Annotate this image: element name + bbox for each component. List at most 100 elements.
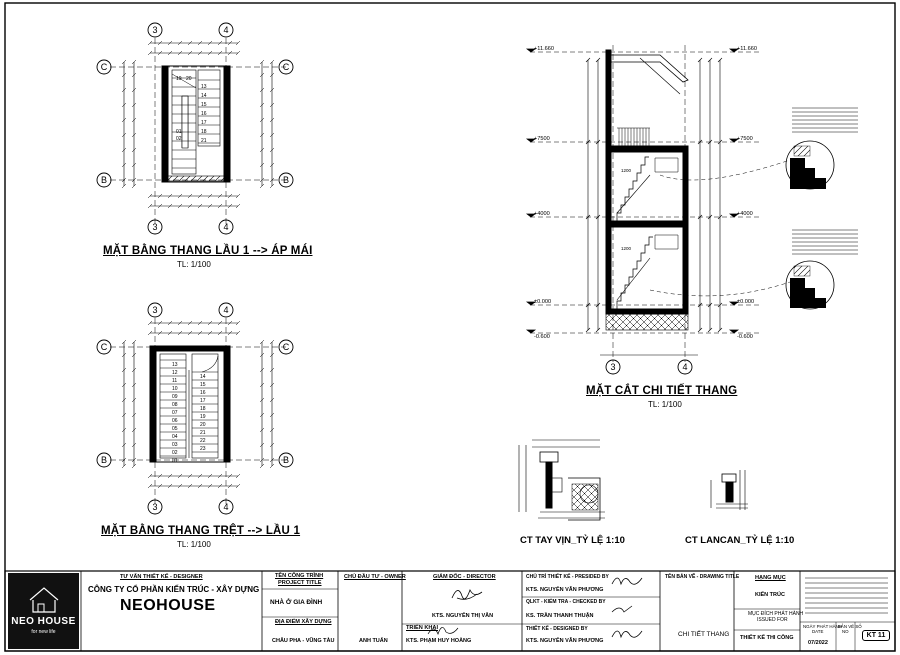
checked-header: QLKT - KIỂM TRA - CHECKED BY <box>526 599 606 605</box>
purpose: THIẾT KẾ THI CÔNG <box>740 635 794 641</box>
axis-label: 4 <box>223 502 228 512</box>
balustrade-detail <box>710 470 748 510</box>
step-number: 10 <box>172 386 178 392</box>
owner: ANH TUẤN <box>359 638 388 644</box>
sheet-header-en: NO <box>842 629 849 634</box>
detail-title: CT LANCAN_TỶ LỆ 1:10 <box>685 535 795 546</box>
level-label: +7500 <box>534 136 550 142</box>
axis-label: 3 <box>152 222 157 232</box>
step-number: 13 <box>201 84 207 90</box>
step-number: 15 <box>200 382 206 388</box>
step-number: 08 <box>172 402 178 408</box>
step-number: 18 <box>201 129 207 135</box>
plan-scale: TL: 1/100 <box>177 260 211 269</box>
stair-plan-lower <box>96 302 294 515</box>
step-number: 18 <box>200 406 206 412</box>
level-label: +4000 <box>534 211 550 217</box>
axis-label: B <box>101 455 107 465</box>
step-number: 19 <box>200 414 206 420</box>
category-header: HẠNG MỤC <box>755 575 786 581</box>
step-number: 17 <box>200 398 206 404</box>
axis-label: B <box>283 175 289 185</box>
plan-title: MẶT BẰNG THANG TRỆT --> LẦU 1 <box>101 525 301 537</box>
axis-label: 3 <box>152 502 157 512</box>
step-number: 07 <box>172 410 178 416</box>
level-label: -0.600 <box>534 334 550 340</box>
presided-header: CHỦ TRÌ THIẾT KẾ - PRESIDED BY <box>526 574 609 580</box>
detail-title: CT TAY VỊN_TỶ LỆ 1:10 <box>520 535 625 546</box>
level-label: +11.660 <box>737 46 757 52</box>
logo-tagline: for new life <box>31 629 56 635</box>
purpose-header-en: ISSUED FOR <box>757 617 788 623</box>
level-label: +11.660 <box>534 46 554 52</box>
step-number: 13 <box>172 362 178 368</box>
location-header: ĐỊA ĐIỂM XÂY DỰNG <box>275 619 332 625</box>
step-number: 21 <box>201 138 207 144</box>
axis-label: 3 <box>152 25 157 35</box>
step-number: 01 <box>172 458 178 464</box>
step-number: 14 <box>201 93 207 99</box>
date-header-en: DATE <box>812 629 824 634</box>
axis-label: C <box>101 62 108 72</box>
purpose-header: MỤC ĐÍCH PHÁT HÀNH <box>748 611 804 617</box>
logo-name: NEO HOUSE <box>11 616 76 627</box>
designer-header: TƯ VẤN THIẾT KẾ - DESIGNER <box>120 574 203 580</box>
axis-label: 3 <box>610 362 615 372</box>
director: KTS. NGUYỄN THỊ VÂN <box>432 613 494 619</box>
step-number: 03 <box>172 442 178 448</box>
axis-label: C <box>283 62 290 72</box>
plan-scale: TL: 1/100 <box>177 540 211 549</box>
step-number: 23 <box>200 446 206 452</box>
step-number: 04 <box>172 434 178 440</box>
level-label: ±0.000 <box>534 299 551 305</box>
step-number: 21 <box>200 430 206 436</box>
deploy-header: TRIỂN KHAI <box>406 625 439 631</box>
level-label: ±0.000 <box>737 299 754 305</box>
presided: KTS. NGUYỄN VĂN PHƯƠNG <box>526 587 604 593</box>
level-label: +4000 <box>737 211 753 217</box>
axis-label: 3 <box>152 305 157 315</box>
step-number: 20 <box>200 422 206 428</box>
step-number: 17 <box>201 120 207 126</box>
step-number: 14 <box>200 374 206 380</box>
step-number: 16 <box>200 390 206 396</box>
step-number: 19 <box>176 76 182 82</box>
step-number: 16 <box>201 111 207 117</box>
axis-label: B <box>283 455 289 465</box>
sheet-header: BẢN VẼ SỐ <box>838 624 862 629</box>
drawing-header: TÊN BẢN VẼ - DRAWING TITLE <box>665 574 740 580</box>
step-number: 22 <box>200 438 206 444</box>
section-scale: TL: 1/100 <box>648 400 682 409</box>
drawing-title: CHI TIẾT THANG <box>678 631 730 638</box>
step-number: 11 <box>172 378 177 384</box>
stair-plan-upper <box>96 22 294 235</box>
level-label: +7500 <box>737 136 753 142</box>
section-dim: 1200 <box>621 246 632 251</box>
company-name: CÔNG TY CỔ PHẦN KIẾN TRÚC - XÂY DỰNG <box>88 585 260 594</box>
step-number: 20 <box>186 76 192 82</box>
location: CHÂU PHA - VŨNG TÀU <box>272 638 335 644</box>
step-number: 06 <box>172 418 178 424</box>
project-name: NHÀ Ở GIA ĐÌNH <box>270 599 323 606</box>
axis-label: C <box>101 342 108 352</box>
section-title: MẶT CẮT CHI TIẾT THANG <box>586 385 738 397</box>
designed: KTS. NGUYỄN VĂN PHƯƠNG <box>526 638 604 644</box>
date-header: NGÀY PHÁT HÀNH <box>803 624 842 629</box>
sheet-number: KT 11 <box>862 630 890 642</box>
title-block <box>4 570 896 652</box>
step-number: 12 <box>172 370 178 376</box>
axis-label: 4 <box>223 222 228 232</box>
axis-label: C <box>283 342 290 352</box>
handrail-detail <box>518 439 605 521</box>
date: 07/2022 <box>808 640 828 646</box>
step-number: 01 <box>176 129 182 135</box>
plan-title: MẶT BẰNG THANG LẦU 1 --> ÁP MÁI <box>103 245 313 257</box>
project-header: TÊN CÔNG TRÌNH <box>275 573 324 579</box>
checked: KS. TRẦN THANH THUẬN <box>526 613 594 619</box>
owner-header: CHỦ ĐẦU TƯ - OWNER <box>344 574 406 580</box>
director-header: GIÁM ĐỐC - DIRECTOR <box>433 574 496 580</box>
step-number: 09 <box>172 394 178 400</box>
axis-label: 4 <box>223 305 228 315</box>
step-number: 02 <box>176 136 182 142</box>
